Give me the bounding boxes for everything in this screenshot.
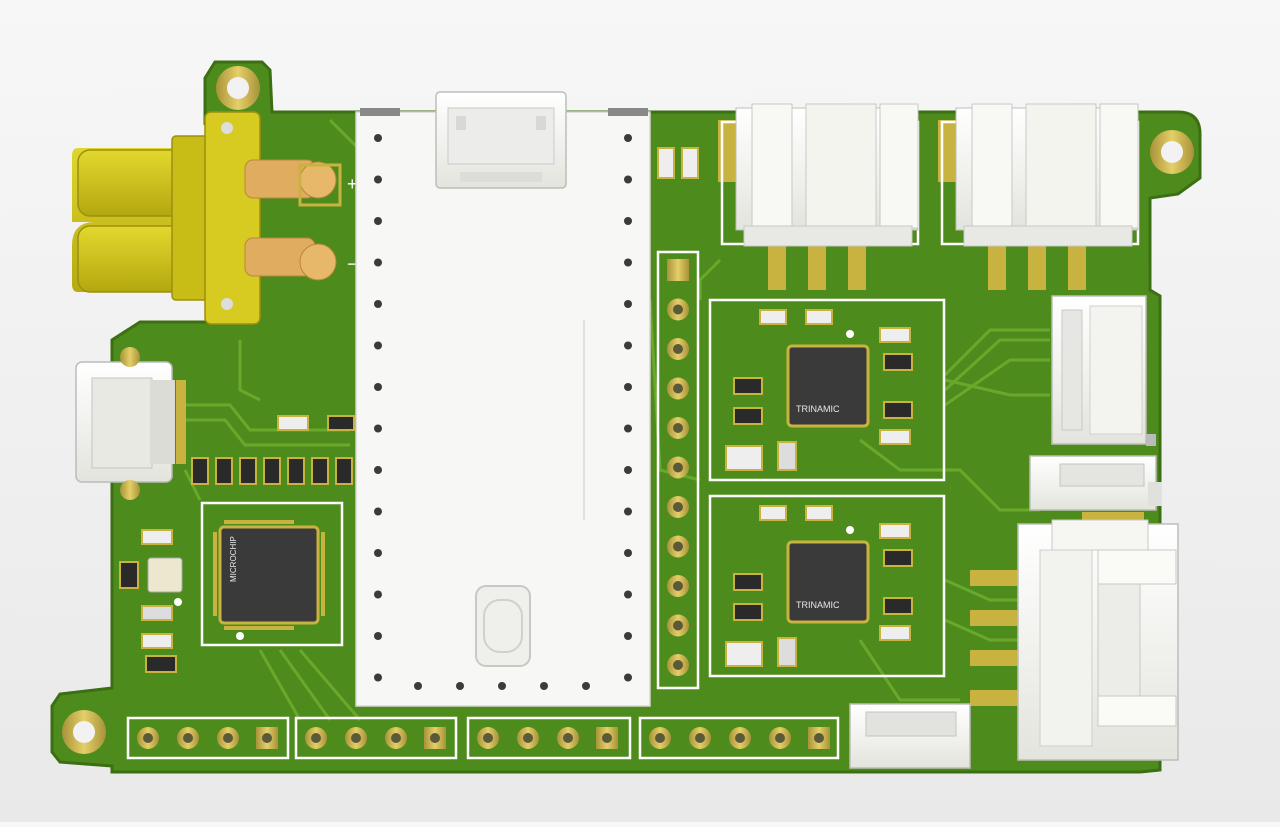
module-castellation-pin [624,341,632,350]
header-pin-hole [673,304,683,315]
module-castellation-pin [374,175,382,184]
module-castellation-pin [624,673,632,682]
large-side-connector [970,512,1179,761]
module-castellation-pin [624,300,632,308]
copper-traces [180,118,1050,721]
smd-component-row [191,415,355,485]
driver-1-brand-label: TRINAMIC [796,404,840,414]
header-pin-hole [673,502,683,512]
module-castellation-pin [624,424,632,433]
module-castellation-pin [374,673,382,682]
module-castellation-pin [374,590,382,599]
module-castellation-pin [374,632,382,640]
mounting-hole-top-left [216,66,260,110]
module-castellation-pin [624,549,632,557]
xt60-power-connector [72,111,342,325]
wireless-module [355,108,651,707]
mounting-hole-bottom-left [62,710,106,754]
polarity-plus-label: + [347,174,358,194]
stepper-driver-1 [708,298,946,482]
module-castellation-pin [624,258,632,267]
stepper-driver-2 [708,494,946,678]
module-castellation-pin [498,682,506,690]
micro-usb-connector [75,347,186,500]
module-castellation-pin [624,632,632,640]
module-castellation-pin [374,383,382,391]
module-castellation-pin [374,258,382,267]
header-pin-hole [673,383,683,394]
module-castellation-pin [624,590,632,599]
module-castellation-pin [624,507,632,516]
module-castellation-pin [624,466,632,474]
module-castellation-pin [624,134,632,142]
module-castellation-pin [582,682,590,690]
bottom-jst-connector [849,703,971,769]
header-pin-hole [673,541,683,552]
jst-connector-top-2 [938,103,1140,290]
module-castellation-pin [624,175,632,184]
header-pin-hole [673,462,683,473]
header-group-3 [466,716,632,760]
module-castellation-pin [414,682,422,690]
header-group-1 [126,716,290,760]
passive-components-left [119,529,183,673]
header-pin-hole [673,423,683,433]
driver-2-brand-label: TRINAMIC [796,600,840,610]
module-castellation-pin [374,300,382,308]
module-castellation-pin [540,682,548,690]
module-castellation-pin [374,134,382,142]
mounting-hole-top-right [1150,130,1194,174]
usb-c-connector-module [435,91,567,189]
module-castellation-pin [374,217,382,225]
header-pin-hole [673,620,683,631]
polarity-minus-label: − [347,254,358,274]
smd-pair-top [657,147,699,179]
module-castellation-pin [374,341,382,350]
module-castellation-pin [624,383,632,391]
mcu-brand-label: MICROCHIP [229,536,238,582]
side-jst-connector [1051,295,1156,446]
jst-connector-top-1 [718,103,920,290]
microcontroller-chip [200,501,344,647]
header-pin-hole [673,344,683,354]
module-castellation-pin [374,507,382,516]
header-group-4 [638,716,840,760]
header-pin-hole [673,660,683,670]
module-castellation-pin [374,549,382,557]
small-jst-connector-right [1029,455,1162,511]
module-castellation-pin [456,682,464,690]
module-castellation-pin [374,466,382,474]
header-pin-hole [673,581,683,591]
module-castellation-pin [624,217,632,225]
header-group-2 [294,716,458,760]
module-castellation-pin [374,424,382,433]
vertical-pin-header [656,250,700,690]
